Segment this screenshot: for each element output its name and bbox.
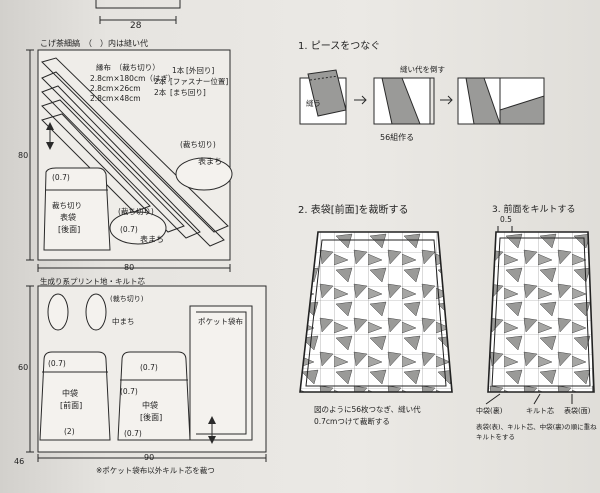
- inner-front-label1: 中袋: [62, 389, 78, 398]
- step3-title: 3. 前面をキルトする: [492, 205, 576, 215]
- step3-label-outer: 表袋(面): [564, 407, 591, 415]
- lower-gusset-label: 中まち: [112, 317, 135, 326]
- lower-gusset-cut: (裁ち切り): [110, 295, 144, 303]
- inner-back-label1: 中袋: [142, 401, 158, 410]
- step2-caption-line1: 図のように56枚つなぎ、縫い代: [314, 405, 421, 414]
- lower-footnote: ※ポケット袋布以外キルト芯を裁つ: [96, 466, 215, 475]
- gusset-right-cut: (裁ち切り): [180, 140, 216, 149]
- page-number: 46: [14, 457, 25, 466]
- upper-frame: [37, 49, 233, 261]
- bias-row-1-size: 2.8cm×180cm（はぎ）: [90, 74, 176, 83]
- inner-front-label2: [前面]: [60, 401, 83, 410]
- outer-back-position: [後面]: [58, 225, 81, 234]
- upper-width-dim: 80: [124, 263, 135, 272]
- bias-row-3-qty: 2本: [154, 88, 167, 97]
- bias-row-1-qty: 1本: [172, 66, 185, 75]
- gusset-left-seam: (0.7): [120, 225, 138, 234]
- lower-frame: [37, 285, 267, 453]
- step3-caption-line2: キルトをする: [476, 433, 515, 441]
- inner-back-label2: [後面]: [140, 413, 163, 422]
- pocket-label: ポケット袋布: [198, 317, 243, 326]
- step3-caption-line1: 表袋(表)、キルト芯、中袋(裏)の順に重ね: [476, 423, 597, 431]
- bias-row-1-use: [外回り]: [186, 66, 215, 75]
- gusset-left-cut: (裁ち切り): [118, 207, 154, 216]
- upper-header: こげ茶細縞 （ ）内は縫い代: [40, 39, 148, 48]
- inner-back-seam-left: (0.7): [120, 387, 138, 396]
- outer-back-cut: 裁ち切り: [52, 201, 82, 210]
- step2-bag: [299, 231, 453, 393]
- top-fragment: [95, 0, 181, 24]
- lower-width-dim: 90: [144, 453, 155, 462]
- step3-dim: 0.5: [500, 215, 512, 224]
- bias-row-3-use: [まち回り]: [170, 88, 206, 97]
- gusset-left-label: 表まち: [140, 235, 164, 244]
- top-dim-label: 28: [130, 21, 142, 31]
- step3-label-quilt: キルト芯: [526, 407, 554, 415]
- step1-seam-label: 縫い代を倒す: [400, 65, 445, 74]
- inner-back-seam-bottom: (0.7): [124, 429, 142, 438]
- inner-back-seam-top: (0.7): [140, 363, 158, 372]
- step1-sew-label: 縫う: [306, 99, 321, 108]
- outer-back-label: 表袋: [60, 213, 76, 222]
- step2-caption-line2: 0.7cmつけて裁断する: [314, 417, 390, 426]
- step1-title: 1. ピースをつなぐ: [298, 41, 381, 52]
- step3-label-inner: 中袋(裏): [476, 407, 503, 415]
- inner-front-seam-top: (0.7): [48, 359, 66, 368]
- lower-height-dim: 60: [18, 363, 29, 372]
- step3-bag: [485, 226, 595, 405]
- lower-header: 生成り系プリント地・キルト芯: [40, 277, 145, 286]
- step1-pieces: [299, 69, 545, 125]
- bias-row-2-size: 2.8cm×26cm: [90, 84, 141, 93]
- bias-row-2-qty: 2本: [154, 77, 167, 86]
- upper-height-dim: 80: [18, 151, 29, 160]
- gusset-right-label: 表まち: [198, 157, 222, 166]
- bias-title: 縁布 （裁ち切り）: [96, 63, 160, 72]
- step2-title: 2. 表袋[前面]を裁断する: [298, 205, 409, 216]
- step1-caption: 56組作る: [380, 133, 415, 142]
- bias-row-3-size: 2.8cm×48cm: [90, 94, 141, 103]
- inner-front-seam-bottom: (2): [64, 427, 75, 436]
- outer-back-seam: (0.7): [52, 173, 70, 182]
- bias-row-2-use: [ファスナー位置]: [170, 77, 229, 86]
